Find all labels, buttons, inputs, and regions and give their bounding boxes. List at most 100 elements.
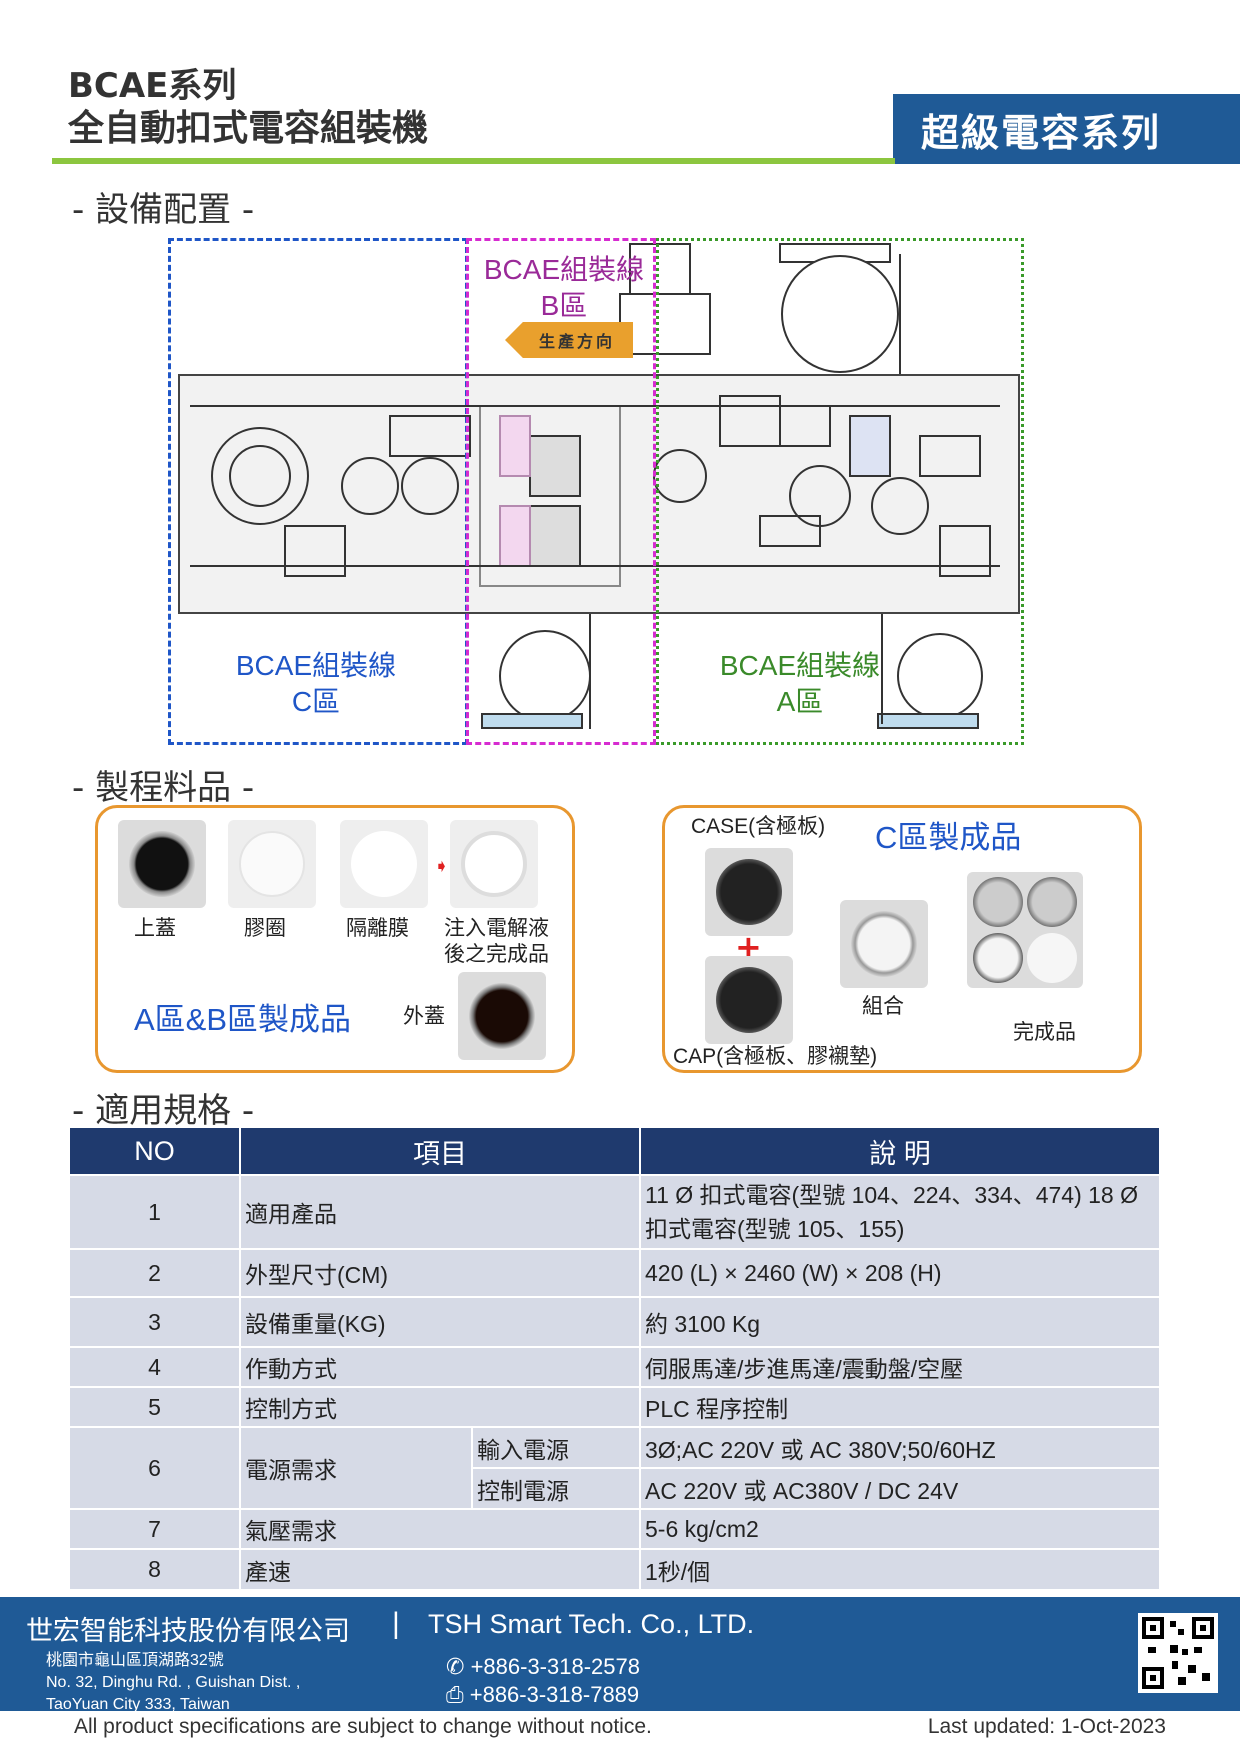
parts-section-title: - 製程料品 - (72, 768, 255, 808)
header-rule (52, 158, 895, 164)
row-no: 1 (70, 1174, 241, 1249)
part-label-top-cover: 上蓋 (134, 917, 176, 940)
arrow-right-icon: ➧ (434, 856, 450, 877)
part-label-gasket: 膠圈 (244, 917, 286, 940)
header-no: NO (70, 1128, 241, 1175)
case-thumb (705, 848, 793, 936)
combine-label: 組合 (862, 995, 904, 1018)
c-product-label: C區製成品 (875, 820, 1022, 855)
row-no: 4 (70, 1346, 241, 1387)
company-name-en: TSH Smart Tech. Co., LTD. (428, 1609, 755, 1639)
contact-numbers: ✆ +886-3-318-2578 ⎙ +886-3-318-7889 (446, 1653, 640, 1709)
row-subitem: 控制電源 (472, 1467, 641, 1509)
company-name-zh: 世宏智能科技股份有限公司 (26, 1616, 350, 1646)
machine-schematic (190, 395, 1000, 587)
address-en-line2: TaoYuan City 333, Taiwan (46, 1696, 230, 1713)
phone-number[interactable]: +886-3-318-2578 (470, 1654, 640, 1679)
zone-c-label: BCAE組裝線 C區 (235, 650, 397, 717)
product-title: 全自動扣式電容組裝機 (68, 108, 429, 149)
fax-number[interactable]: +886-3-318-7889 (469, 1682, 640, 1707)
row-desc: 3Ø;AC 220V 或 AC 380V;50/60HZ (640, 1426, 1161, 1468)
row-no: 7 (70, 1508, 241, 1549)
row-no: 8 (70, 1548, 241, 1589)
zone-a-label: BCAE組裝線 A區 (719, 650, 881, 717)
ab-product-label: A區&B區製成品 (134, 1002, 352, 1037)
fax-icon: ⎙ (446, 1682, 464, 1707)
title-block: BCAE系列 全自動扣式電容組裝機 (68, 66, 428, 152)
address-zh: 桃園市龜山區頂湖路32號 (46, 1652, 224, 1669)
row-desc: 約 3100 Kg (640, 1296, 1161, 1347)
row-item: 設備重量(KG) (240, 1296, 641, 1347)
equipment-layout-diagram: BCAE組裝線 B區 生產方向 BCAE組裝線 C區 BCAE組裝線 A區 (160, 234, 1030, 749)
table-row: 4 作動方式 伺服馬達/步進馬達/震動盤/空壓 (70, 1346, 1161, 1387)
row-desc: 11 Ø 扣式電容(型號 104、224、334、474) 18 Ø 扣式電容(… (640, 1174, 1161, 1249)
row-desc: 5-6 kg/cm2 (640, 1508, 1161, 1549)
row-item: 作動方式 (240, 1346, 641, 1387)
row-desc: 伺服馬達/步進馬達/震動盤/空壓 (640, 1346, 1161, 1387)
row-item: 適用產品 (240, 1174, 641, 1249)
parts-c-panel: CASE(含極板) C區製成品 + CAP(含極板、膠襯墊) 組合 完成品 (662, 805, 1142, 1073)
footer-notice-bar: All product specifications are subject t… (0, 1711, 1240, 1745)
finished-thumb (967, 872, 1083, 988)
product-series: BCAE系列 (68, 66, 237, 106)
parts-ab-panel: ➧ 上蓋 膠圈 隔離膜 注入電解液 後之完成品 A區&B區製成品 外蓋 (95, 805, 575, 1073)
row-item: 外型尺寸(CM) (240, 1248, 641, 1297)
phone-icon: ✆ (446, 1654, 465, 1679)
part-label-electrolyte: 注入電解液 後之完成品 (444, 917, 549, 966)
footer: 世宏智能科技股份有限公司 | TSH Smart Tech. Co., LTD.… (0, 1597, 1240, 1745)
row-desc: 1秒/個 (640, 1548, 1161, 1589)
row-item: 電源需求 (240, 1426, 473, 1509)
spec-section-title: - 適用規格 - (72, 1091, 255, 1131)
row-desc: 420 (L) × 2460 (W) × 208 (H) (640, 1248, 1161, 1297)
header-item: 項目 (240, 1128, 641, 1175)
zone-b-label: BCAE組裝線 B區 (483, 254, 645, 321)
table-row: 控制電源 AC 220V 或 AC380V / DC 24V (70, 1467, 1161, 1509)
last-updated: Last updated: 1-Oct-2023 (927, 1715, 1166, 1738)
cap-thumb (705, 956, 793, 1044)
finished-label: 完成品 (1013, 1021, 1076, 1044)
cap-label: CAP(含極板、膠襯墊) (673, 1045, 878, 1068)
table-row: 1 適用產品 11 Ø 扣式電容(型號 104、224、334、474) 18 … (70, 1174, 1161, 1249)
layout-section-title: - 設備配置 - (72, 190, 255, 230)
gasket-thumb (228, 820, 316, 908)
row-no: 2 (70, 1248, 241, 1297)
row-no: 6 (70, 1426, 241, 1509)
header-desc: 說 明 (640, 1128, 1161, 1175)
row-item: 氣壓需求 (240, 1508, 641, 1549)
table-row: 7 氣壓需求 5-6 kg/cm2 (70, 1508, 1161, 1549)
outer-cover-thumb (458, 972, 546, 1060)
spec-table: NO 項目 說 明 1 適用產品 11 Ø 扣式電容(型號 104、224、33… (70, 1128, 1161, 1589)
upper-feeders (619, 243, 901, 374)
address-en-line1: No. 32, Dinghu Rd. , Guishan Dist. , (46, 1674, 301, 1691)
part-label-separator: 隔離膜 (346, 917, 409, 940)
production-direction-arrow: 生產方向 (505, 322, 633, 358)
electrolyte-product-thumb (450, 820, 538, 908)
zone-a-outline (656, 238, 1024, 745)
separator-thumb (340, 820, 428, 908)
combined-thumb (840, 900, 928, 988)
machine-drawing (178, 374, 1020, 614)
table-row: 6 電源需求 輸入電源 3Ø;AC 220V 或 AC 380V;50/60HZ (70, 1426, 1161, 1509)
footer-separator: | (392, 1607, 400, 1640)
row-item: 產速 (240, 1548, 641, 1589)
series-badge: 超級電容系列 (893, 94, 1240, 164)
row-subitem: 輸入電源 (472, 1426, 641, 1468)
table-row: 8 產速 1秒/個 (70, 1548, 1161, 1589)
row-item: 控制方式 (240, 1386, 641, 1427)
top-cover-thumb (118, 820, 206, 908)
outer-cover-label: 外蓋 (403, 1005, 445, 1028)
spec-header-row: NO 項目 說 明 (70, 1128, 1161, 1175)
lower-feeders (481, 614, 983, 729)
table-row: 5 控制方式 PLC 程序控制 (70, 1386, 1161, 1427)
row-no: 3 (70, 1296, 241, 1347)
row-desc: AC 220V 或 AC380V / DC 24V (640, 1467, 1161, 1509)
qr-code-icon[interactable] (1138, 1613, 1218, 1693)
spec-change-notice: All product specifications are subject t… (74, 1715, 652, 1738)
company-address: 桃園市龜山區頂湖路32號 No. 32, Dinghu Rd. , Guisha… (46, 1650, 300, 1716)
row-desc: PLC 程序控制 (640, 1386, 1161, 1427)
case-label: CASE(含極板) (691, 815, 826, 838)
table-row: 3 設備重量(KG) 約 3100 Kg (70, 1296, 1161, 1347)
zone-b-outline (466, 238, 656, 745)
row-no: 5 (70, 1386, 241, 1427)
table-row: 2 外型尺寸(CM) 420 (L) × 2460 (W) × 208 (H) (70, 1248, 1161, 1297)
